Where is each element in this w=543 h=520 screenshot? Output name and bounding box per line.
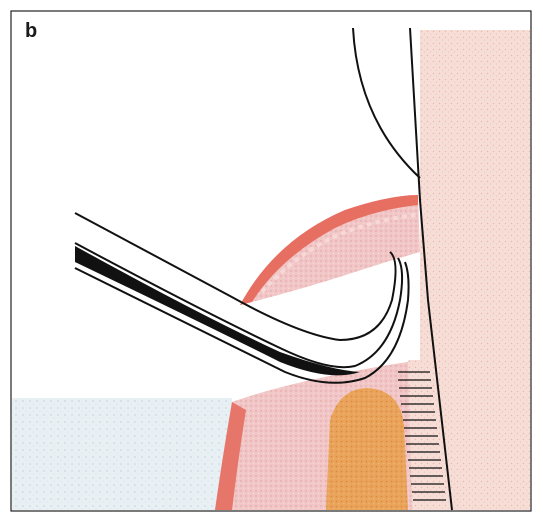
implant-body (326, 388, 408, 510)
panel-label: b (25, 20, 37, 43)
bone-region (12, 398, 232, 510)
tooth-root (408, 360, 452, 510)
